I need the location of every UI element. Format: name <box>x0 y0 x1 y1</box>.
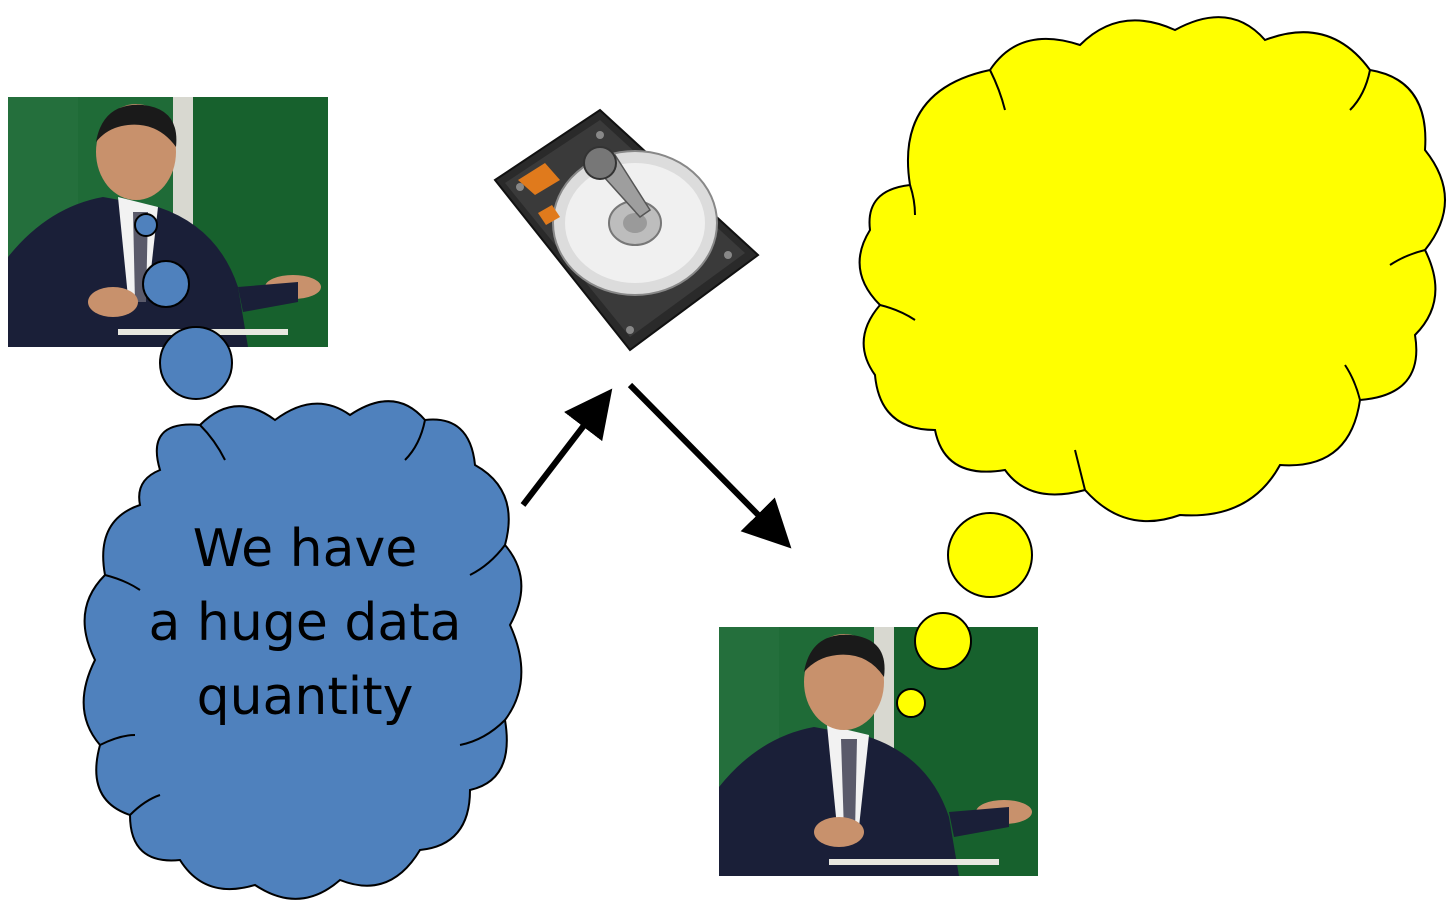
blue-cloud-line-1: We have <box>192 519 418 579</box>
blue-thought-bubble-medium <box>142 260 190 308</box>
blue-cloud-line-3: quantity <box>196 667 414 727</box>
yellow-thought-cloud <box>858 16 1446 523</box>
blue-thought-bubble-small <box>134 213 158 237</box>
yellow-thought-bubble-small <box>896 688 926 718</box>
arrow-to-second-speaker <box>627 382 792 549</box>
speaker-figure-top <box>8 97 328 347</box>
yellow-thought-bubble-large <box>947 512 1033 598</box>
blue-cloud-line-2: a huge data <box>148 593 462 653</box>
speaker-photo-bottom <box>719 627 1038 876</box>
yellow-thought-bubble-medium <box>914 612 972 670</box>
blue-thought-bubble-large <box>159 326 233 400</box>
speaker-figure-bottom <box>719 627 1038 876</box>
hard-drive-icon <box>493 108 760 352</box>
hard-drive-image <box>490 95 765 357</box>
blue-cloud-text: We have a huge data quantity <box>130 512 480 734</box>
blue-thought-cloud <box>82 400 523 900</box>
speaker-photo-top <box>8 97 328 347</box>
arrow-to-hard-drive <box>520 388 613 507</box>
